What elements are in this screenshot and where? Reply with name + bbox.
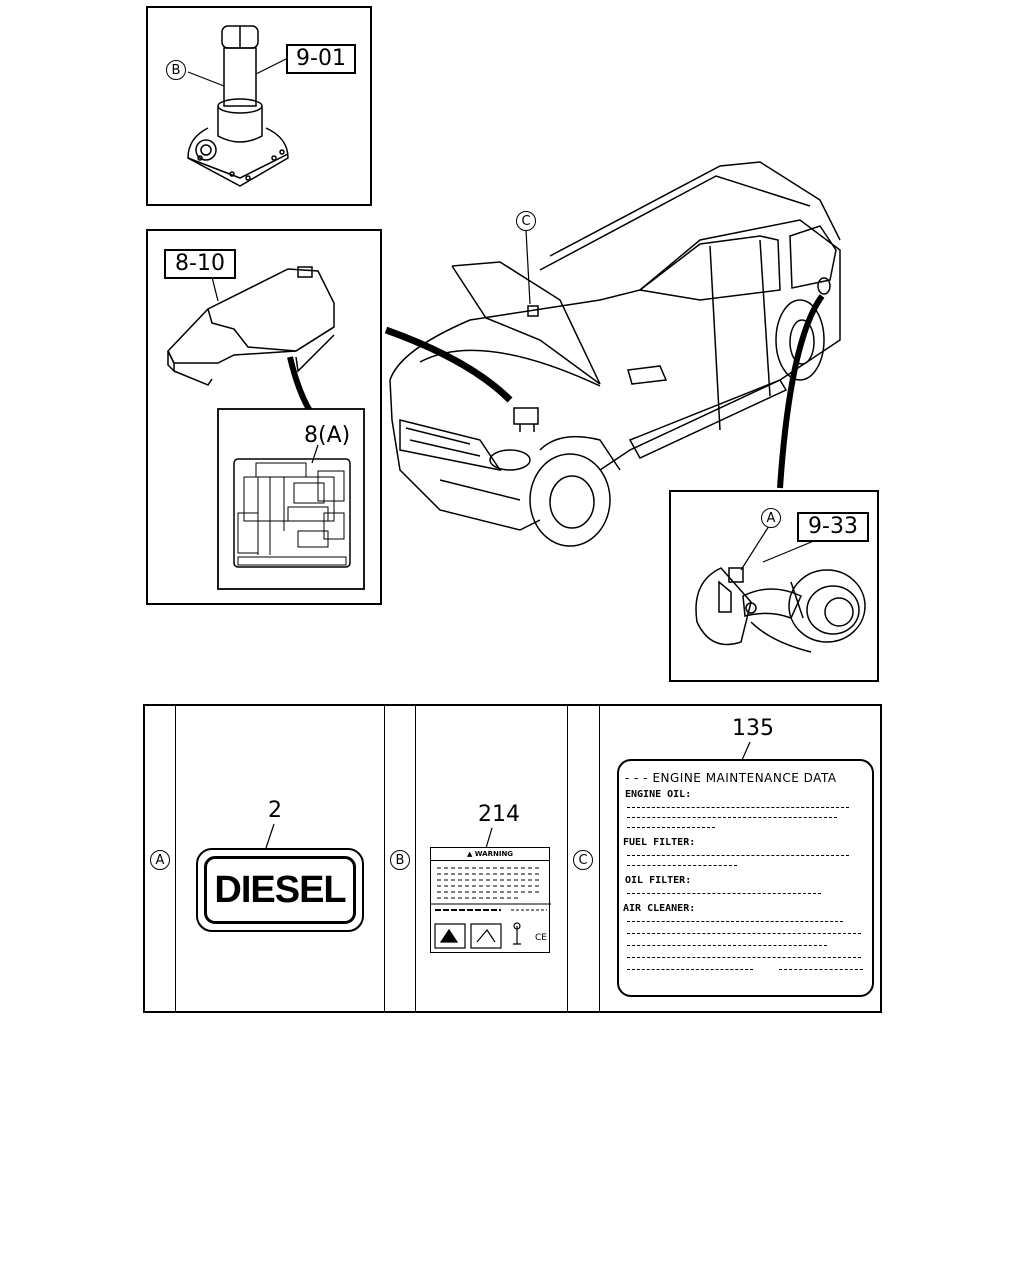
ref-circle-a: A (761, 508, 781, 528)
warning-body-drawing: CE (431, 867, 551, 949)
svg-text:CE: CE (535, 933, 547, 943)
warning-triangle-icon: ▲ (466, 850, 475, 858)
ref-circle-b: B (166, 60, 186, 80)
field-air-cleaner: AIR CLEANER: (623, 903, 696, 914)
jack-panel: B 9-01 (146, 6, 372, 206)
maintenance-title: - - - ENGINE MAINTENANCE DATA (625, 771, 837, 785)
engine-maintenance-label: - - - ENGINE MAINTENANCE DATA ENGINE OIL… (617, 759, 874, 997)
fuse-box-drawing (167, 266, 365, 590)
ref-circle-c: C (516, 211, 536, 231)
part-tag-9-01: 9-01 (286, 44, 356, 74)
item-number-2: 2 (268, 798, 282, 823)
field-fuel-filter: FUEL FILTER: (623, 837, 696, 848)
fuse-box-panel: 8-10 8(A) (146, 229, 382, 605)
fuel-lid-panel: A 9-33 (669, 490, 879, 682)
column-ref-c: C (573, 850, 593, 870)
column-ref-a: A (150, 850, 170, 870)
item-number-135: 135 (732, 716, 774, 741)
item-number-214: 214 (478, 802, 520, 827)
warning-label: ▲ WARNING CE (430, 847, 551, 953)
jack-drawing (187, 25, 289, 187)
warning-title: WARNING (474, 850, 514, 858)
part-label-8a: 8(A) (304, 423, 351, 448)
fuel-lid-drawing (695, 525, 866, 653)
field-engine-oil: ENGINE OIL: (625, 789, 692, 800)
diesel-label: DIESEL (196, 848, 364, 932)
title-dash-decor: - - - (625, 771, 653, 785)
field-oil-filter: OIL FILTER: (625, 875, 692, 886)
part-tag-8-10: 8-10 (164, 249, 236, 279)
diesel-text: DIESEL (204, 856, 356, 924)
column-ref-b: B (390, 850, 410, 870)
maintenance-title-text: ENGINE MAINTENANCE DATA (652, 771, 837, 785)
part-tag-9-33: 9-33 (797, 512, 869, 542)
warning-header: ▲ WARNING (431, 848, 549, 861)
label-table: A B C (143, 704, 882, 1013)
